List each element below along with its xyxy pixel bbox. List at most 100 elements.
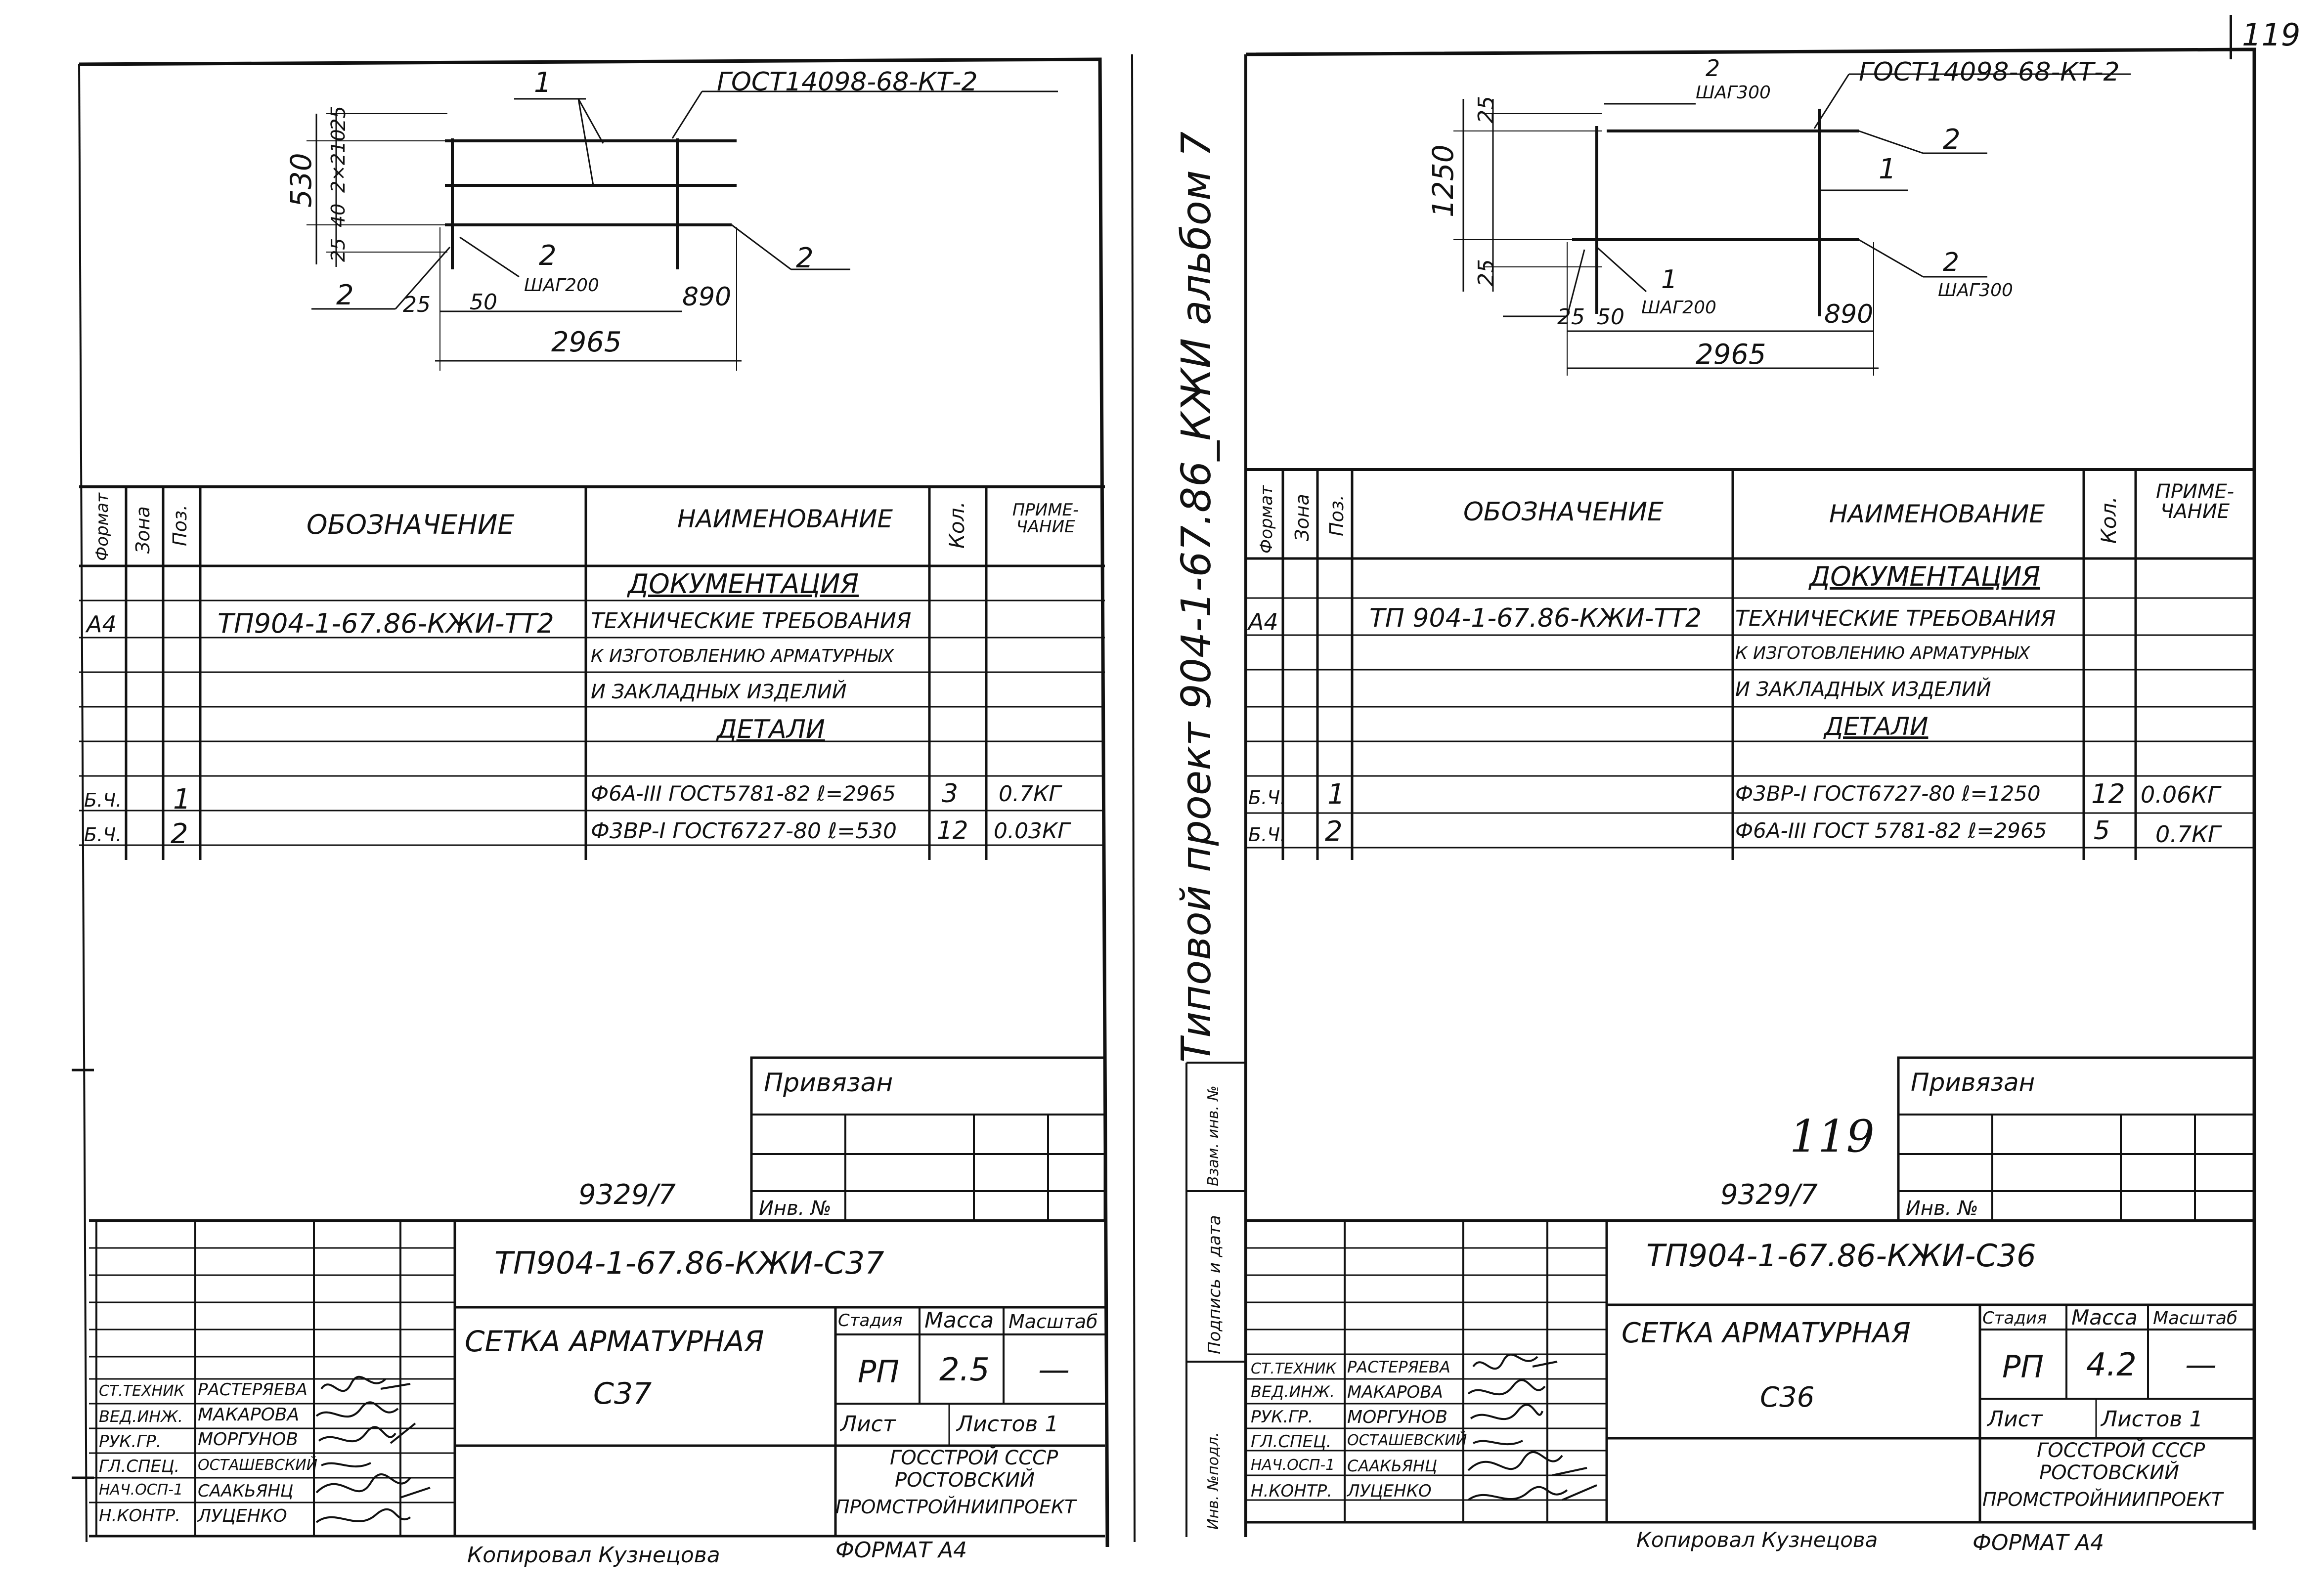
right-callout-1b: 1 [1661,265,1678,295]
right-role-1: Ст.техник [1251,1360,1336,1377]
right-dim-25: 25 [1557,304,1585,330]
right-row2-note: 0.7кг [2155,821,2221,848]
left-callout-2b: 2 [796,242,814,274]
left-scale-label: Масштаб [1009,1311,1098,1332]
right-row2-format: Б.Ч. [1248,824,1286,846]
right-dim-25-top: 25 [1474,96,1499,124]
page-number-bar [2230,15,2232,59]
right-pitch-bottom: ШАГ300 [1938,280,2013,300]
left-row1-pos: 1 [173,783,191,815]
left-inv-label: Инв. № [759,1197,832,1220]
right-sheets-label: Листов 1 [2101,1407,2203,1432]
right-hdr-zone: Зона [1291,494,1313,541]
left-sheet-label: Лист [840,1412,896,1437]
left-role-2: Вед.инж. [99,1407,183,1426]
page-number: 119 [2242,17,2301,53]
left-callout-2a: 2 [539,240,557,272]
right-name-3: Моргунов [1347,1407,1448,1427]
right-name-2: Макарова [1347,1382,1443,1402]
right-hdr-pos: Поз. [1326,494,1348,536]
right-callout-2c: 2 [1943,248,1960,277]
right-pitch-top: ШАГ300 [1696,83,1771,103]
right-doc-code: ТП904-1-67.86-КЖИ-С36 [1646,1238,2036,1274]
left-scale-value: — [1038,1352,1070,1388]
left-dim-530: 530 [284,153,318,208]
left-org-1: Госстрой СССР [890,1447,1058,1469]
right-format: Формат А4 [1973,1530,2105,1555]
left-product-name: Сетка арматурная [465,1325,764,1358]
right-row2-qty: 5 [2094,816,2110,846]
left-row1-format: Б.Ч. [84,789,122,811]
right-hdr-name: Наименование [1829,500,2045,528]
left-gost-note: ГОСТ14098-68-КТ-2 [717,67,978,97]
right-product-name: Сетка арматурная [1622,1317,1911,1349]
right-section-docs: Документация [1809,561,2041,592]
right-binding-label: Привязан [1911,1068,2035,1097]
left-section-details: Детали [717,715,825,744]
right-gost-note: ГОСТ14098-68-КТ-2 [1859,57,2120,87]
left-hdr-name: Наименование [677,505,893,533]
right-product-mark: С36 [1760,1381,1815,1414]
right-inv-label: Инв. № [1906,1197,1978,1220]
left-callout-2c: 2 [336,279,354,311]
right-row2-pos: 2 [1325,815,1343,848]
left-role-4: Гл.спец. [99,1457,180,1476]
right-mesh-drawing [1453,73,2131,376]
left-dim-2x210: 2×210 [327,129,349,193]
left-format: Формат А4 [835,1538,967,1563]
left-hdr-zone: Зона [132,506,154,554]
spine-stamp-sign: Подпись и дата [1205,1215,1225,1354]
left-name-1: Растеряева [198,1380,307,1400]
left-doc-designation: ТП904-1-67.86-КЖИ-ТТ2 [218,608,554,639]
left-org-2: Ростовский [895,1469,1035,1492]
right-org-2: Ростовский [2039,1461,2180,1484]
right-row1-note: 0.06кг [2141,781,2220,808]
right-mass-label: Масса [2071,1305,2138,1330]
left-hdr-qty: Кол. [945,501,969,549]
right-section-details: Детали [1824,712,1929,741]
left-dim-25-bot: 25 [327,238,349,262]
right-pitch-left: ШАГ200 [1641,298,1716,318]
right-role-5: Нач.осп-1 [1251,1457,1335,1474]
left-role-5: Нач.осп-1 [99,1481,183,1499]
right-dim-50: 50 [1597,304,1624,330]
left-role-1: Ст.техник [99,1382,184,1400]
left-stage-label: Стадия [838,1311,903,1330]
left-row1-name: Ф6А-III ГОСТ5781-82 ℓ=2965 [591,781,896,806]
right-row1-name: Ф3Вр-I ГОСТ6727-80 ℓ=1250 [1735,781,2041,806]
left-doc-name-3: и закладных изделий [591,681,847,703]
right-dim-890: 890 [1824,300,1874,329]
right-hdr-format: Формат [1257,485,1276,554]
right-role-3: Рук.гр. [1251,1407,1314,1427]
spine-stamp-inv: Инв. №подл. [1205,1432,1222,1530]
left-callout-1: 1 [534,67,552,99]
right-callout-2b: 2 [1943,124,1961,156]
right-sheet-label: Лист [1987,1407,2043,1432]
right-binding-ref: 9329/7 [1720,1179,1818,1211]
left-row2-name: Ф3Вр-I ГОСТ6727-80 ℓ=530 [591,818,897,844]
left-product-mark: С37 [593,1376,652,1411]
right-stage-label: Стадия [1982,1308,2047,1328]
right-doc-name-3: и закладных изделий [1735,678,1991,701]
left-signatures [315,1375,431,1523]
left-row1-qty: 3 [942,779,959,809]
left-hdr-note: Приме-чание [1012,500,1079,537]
right-dim-25-bot: 25 [1474,259,1499,287]
right-row2-name: Ф6А-III ГОСТ 5781-82 ℓ=2965 [1735,818,2047,843]
left-dim-40: 40 [327,203,349,227]
right-name-1: Растеряева [1347,1358,1450,1376]
left-copied-by: Копировал Кузнецова [467,1543,720,1568]
right-row1-format: Б.Ч. [1248,787,1286,809]
right-callout-2a: 2 [1706,55,1720,82]
right-org-3: Промстройниипроект [1982,1489,2223,1510]
left-org-3: Промстройниипроект [835,1496,1076,1518]
left-row1-note: 0.7кг [999,781,1061,807]
left-row2-format: Б.Ч. [84,824,122,846]
left-doc-name-2: к изготовлению арматурных [591,646,894,666]
left-dim-2965: 2965 [551,326,622,358]
right-doc-format: А4 [1248,608,1278,635]
right-doc-name-2: к изготовлению арматурных [1735,644,2030,663]
left-binding-ref: 9329/7 [578,1179,676,1211]
right-doc-name-1: Технические требования [1735,606,2056,631]
right-callout-1a: 1 [1879,153,1896,185]
